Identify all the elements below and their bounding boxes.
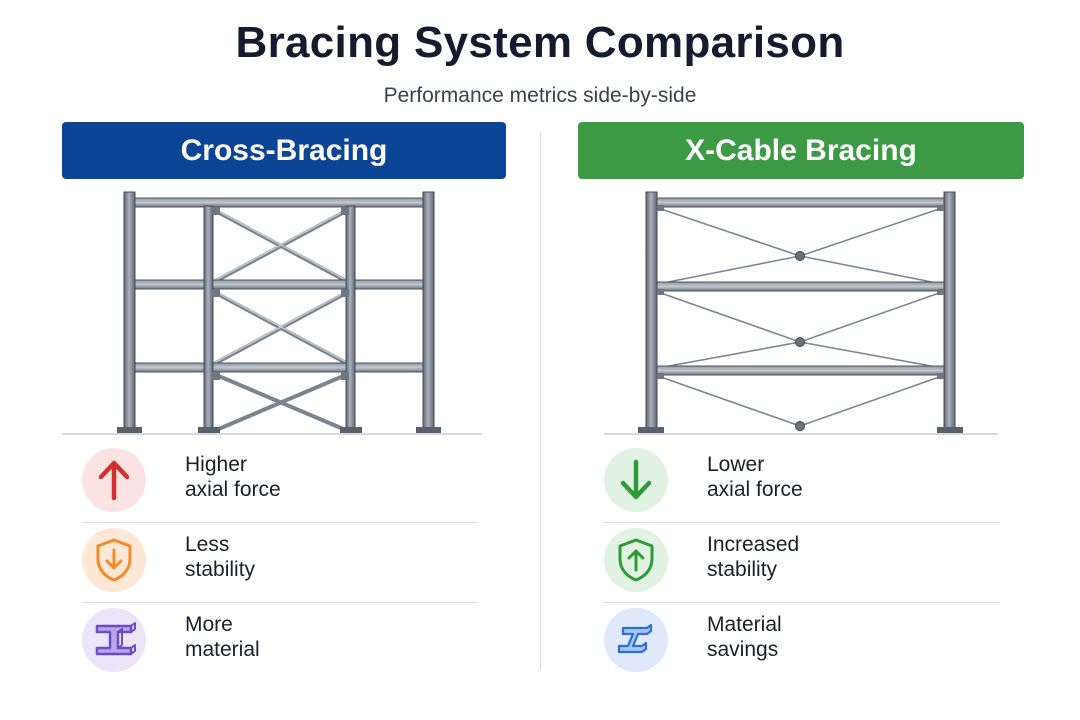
cable-clamps [795, 251, 805, 431]
page-subtitle: Performance metrics side-by-side [383, 84, 697, 107]
floor-beams [123, 197, 435, 373]
metric-axial-force: Lower axial force [604, 442, 1000, 523]
shield-up-icon [604, 528, 668, 592]
metric-stability: Increased stability [604, 522, 1000, 603]
x-braces [212, 208, 350, 433]
beam [647, 281, 955, 292]
cable [657, 291, 801, 343]
x-cable-bracing-heading: X-Cable Bracing [578, 122, 1024, 179]
page-title: Bracing System Comparison [235, 18, 845, 67]
metric-label-line1: Higher [185, 453, 247, 476]
arrow-down-icon [604, 448, 668, 512]
cable [657, 375, 801, 427]
base-plates [638, 427, 963, 433]
beam [647, 197, 955, 208]
metric-label-line2: axial force [707, 478, 803, 501]
metric-material: More material [82, 602, 478, 682]
base-plates [117, 427, 441, 433]
cable [799, 207, 943, 257]
column [943, 191, 956, 433]
brace [212, 208, 350, 284]
metric-label-line1: Increased [707, 533, 800, 556]
metric-label-line2: axial force [185, 478, 281, 501]
metric-label-line1: More [185, 613, 233, 636]
cable [657, 255, 801, 285]
brace [212, 290, 350, 366]
metric-label-line2: stability [185, 558, 256, 581]
metric-separator [604, 602, 1000, 603]
metric-label-line1: Lower [707, 453, 765, 476]
metric-stability: Less stability [82, 522, 478, 603]
metric-label-line1: Less [185, 533, 230, 556]
metric-label-line2: stability [707, 558, 778, 581]
metric-separator [82, 602, 478, 603]
column [203, 205, 214, 433]
metric-separator [82, 522, 478, 523]
arrow-up-icon [82, 448, 146, 512]
i-beam-icon [604, 608, 668, 672]
beam [123, 197, 435, 208]
metric-separator [604, 522, 1000, 523]
cable [799, 341, 943, 369]
x-cable-frame-diagram [604, 191, 998, 435]
gusset-plates [212, 207, 349, 380]
brace [212, 372, 350, 433]
metric-label-line2: material [185, 638, 260, 661]
shield-down-icon [82, 528, 146, 592]
cross-bracing-heading: Cross-Bracing [62, 122, 506, 179]
column [345, 205, 356, 433]
x-cable-bracing-panel: X-Cable Bracing [578, 0, 1024, 720]
columns [123, 191, 435, 433]
cable-anchors [657, 205, 944, 379]
metric-label-line1: Material [707, 613, 782, 636]
cable [657, 341, 801, 369]
floor-beams [647, 197, 955, 376]
x-cables [657, 207, 943, 427]
cable [657, 207, 801, 257]
center-divider [540, 132, 541, 670]
beam [647, 365, 955, 376]
metric-axial-force: Higher axial force [82, 442, 478, 523]
cable [799, 291, 943, 343]
metric-label-line2: savings [707, 638, 779, 661]
column [645, 191, 658, 433]
metric-material: Material savings [604, 602, 1000, 682]
cable [799, 375, 943, 427]
beam [123, 279, 435, 290]
i-beam-icon [82, 608, 146, 672]
column [123, 191, 136, 433]
cross-bracing-panel: Cross-Bracing [62, 0, 506, 720]
columns [645, 191, 956, 433]
cable [799, 255, 943, 285]
cross-bracing-frame-diagram [62, 191, 482, 435]
column [422, 191, 435, 433]
beam [123, 362, 435, 373]
